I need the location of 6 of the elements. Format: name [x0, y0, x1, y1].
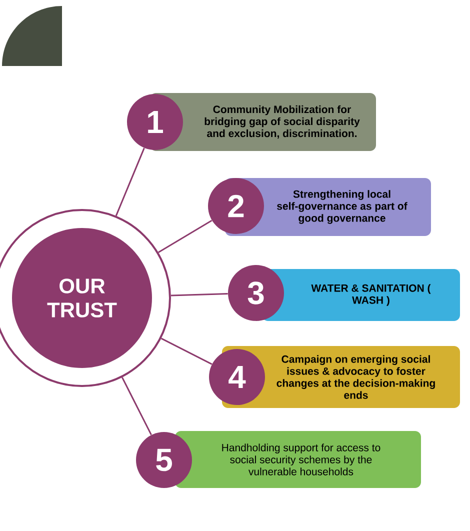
- connector-line: [122, 377, 152, 436]
- connector-line: [160, 338, 212, 365]
- text-box: Handholding support for access to social security schemes by the vulnerable households: [175, 431, 421, 488]
- connector-line: [170, 293, 228, 296]
- connector-line: [158, 220, 212, 253]
- connector-line: [115, 148, 145, 216]
